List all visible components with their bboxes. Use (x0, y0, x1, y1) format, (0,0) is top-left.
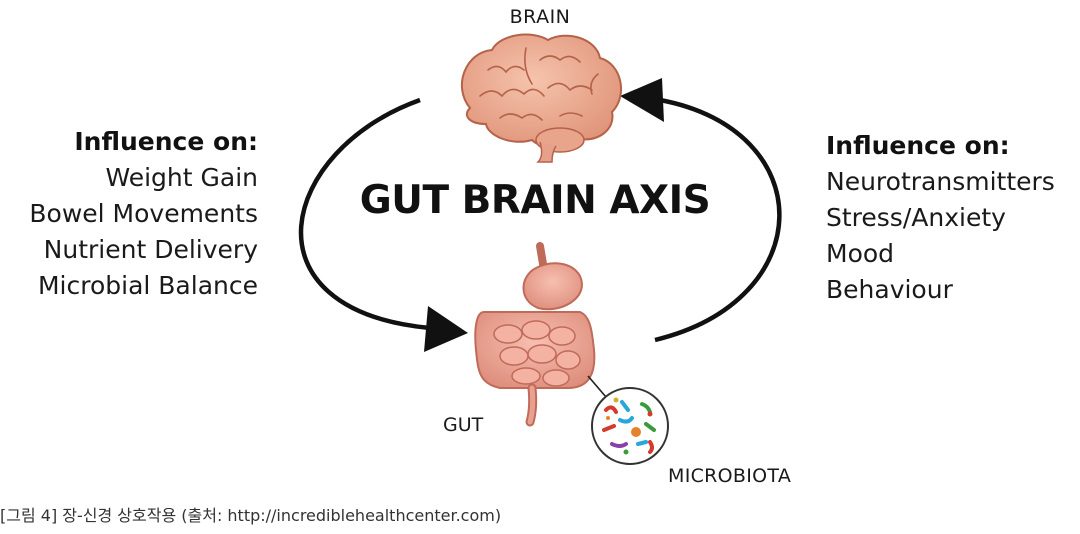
right-influence-heading: Influence on: (826, 131, 1010, 160)
microbiota-label: MICROBIOTA (668, 465, 792, 487)
left-influence-panel: Influence on: Weight Gain Bowel Movement… (29, 124, 258, 304)
gut-label: GUT (443, 414, 484, 436)
left-influence-item: Nutrient Delivery (43, 235, 258, 264)
left-influence-item: Bowel Movements (29, 199, 258, 228)
brain-icon (460, 33, 622, 163)
left-influence-heading: Influence on: (74, 127, 258, 156)
right-influence-item: Neurotransmitters (826, 167, 1055, 196)
gut-icon (474, 242, 596, 427)
right-influence-item: Mood (826, 239, 895, 268)
diagram-title: GUT BRAIN AXIS (359, 178, 711, 223)
brain-label: BRAIN (509, 6, 571, 28)
right-influence-item: Behaviour (826, 275, 953, 304)
right-arrow (620, 78, 782, 343)
left-influence-item: Weight Gain (105, 163, 258, 192)
left-arrow (298, 97, 468, 352)
microbiota-icon (591, 387, 669, 465)
right-influence-panel: Influence on: Neurotransmitters Stress/A… (826, 128, 1055, 308)
figure-caption: [그림 4] 장-신경 상호작용 (출처: http://incredibleh… (0, 506, 502, 525)
left-influence-item: Microbial Balance (37, 271, 258, 300)
right-influence-item: Stress/Anxiety (826, 203, 1006, 232)
